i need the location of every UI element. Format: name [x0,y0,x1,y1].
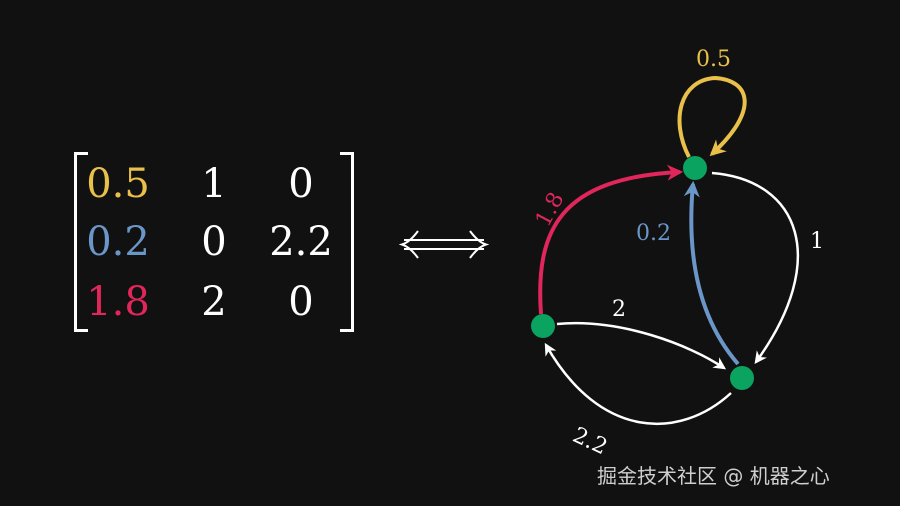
left-bracket [74,152,88,332]
matrix-cell-1-2: 2.2 [269,219,333,265]
edge-label-top-right: 1 [810,229,824,254]
matrix-cell-2-0: 1.8 [86,279,150,325]
matrix-cell-1-1: 0 [201,219,227,265]
matrix-cell-0-2: 0 [288,161,314,207]
matrix-cell-0-0: 0.5 [86,161,150,207]
watermark: 掘金技术社区 @ 机器之心 [597,464,830,488]
edge-label-right-left: 2.2 [569,423,611,460]
edge-top-to-right [711,171,800,365]
edge-left-to-top [538,164,684,315]
node-top [683,156,707,180]
edge-right-to-left [544,342,732,426]
node-right [730,366,754,390]
adjacency-matrix: 0.5 1 0 0.2 0 2.2 1.8 2 0 [74,152,354,332]
edge-label-right-top: 0.2 [636,221,671,246]
right-bracket [340,152,354,332]
matrix-cell-0-1: 1 [201,161,227,207]
matrix-cell-2-1: 2 [201,279,227,325]
edge-label-self: 0.5 [696,47,731,72]
edge-right-to-top [683,180,740,366]
edge-label-left-right: 2 [612,297,626,322]
equivalence-arrow-icon [398,230,490,259]
node-left [531,314,555,338]
edge-self-loop [677,75,747,158]
edge-label-left-top: 1.8 [531,188,570,231]
matrix-cell-2-2: 0 [288,279,314,325]
matrix-cell-1-0: 0.2 [86,219,150,265]
edge-left-to-right [556,321,727,370]
